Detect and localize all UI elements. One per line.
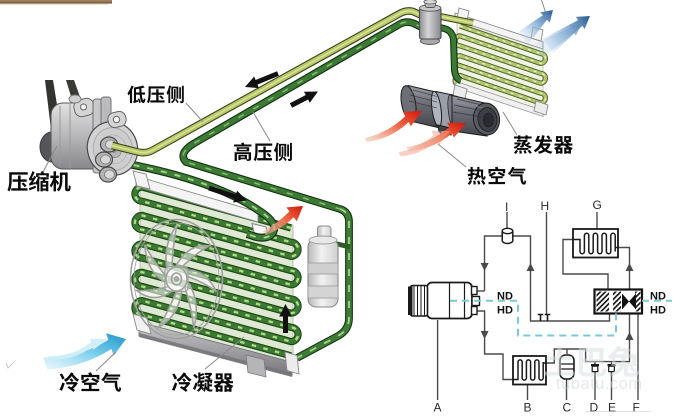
svg-text:ND: ND bbox=[497, 291, 513, 303]
svg-text:HD: HD bbox=[497, 305, 513, 317]
svg-text:H: H bbox=[541, 199, 550, 213]
svg-text:F: F bbox=[633, 401, 640, 415]
svg-text:I: I bbox=[505, 200, 508, 214]
svg-text:C: C bbox=[563, 401, 572, 415]
svg-text:D: D bbox=[590, 401, 599, 415]
svg-text:tubatu.com: tubatu.com bbox=[556, 375, 643, 393]
svg-text:ND: ND bbox=[650, 291, 666, 303]
svg-text:A: A bbox=[434, 401, 442, 415]
svg-text:G: G bbox=[593, 198, 602, 212]
svg-text:E: E bbox=[608, 401, 616, 415]
svg-text:HD: HD bbox=[650, 305, 666, 317]
svg-text:B: B bbox=[524, 401, 532, 415]
